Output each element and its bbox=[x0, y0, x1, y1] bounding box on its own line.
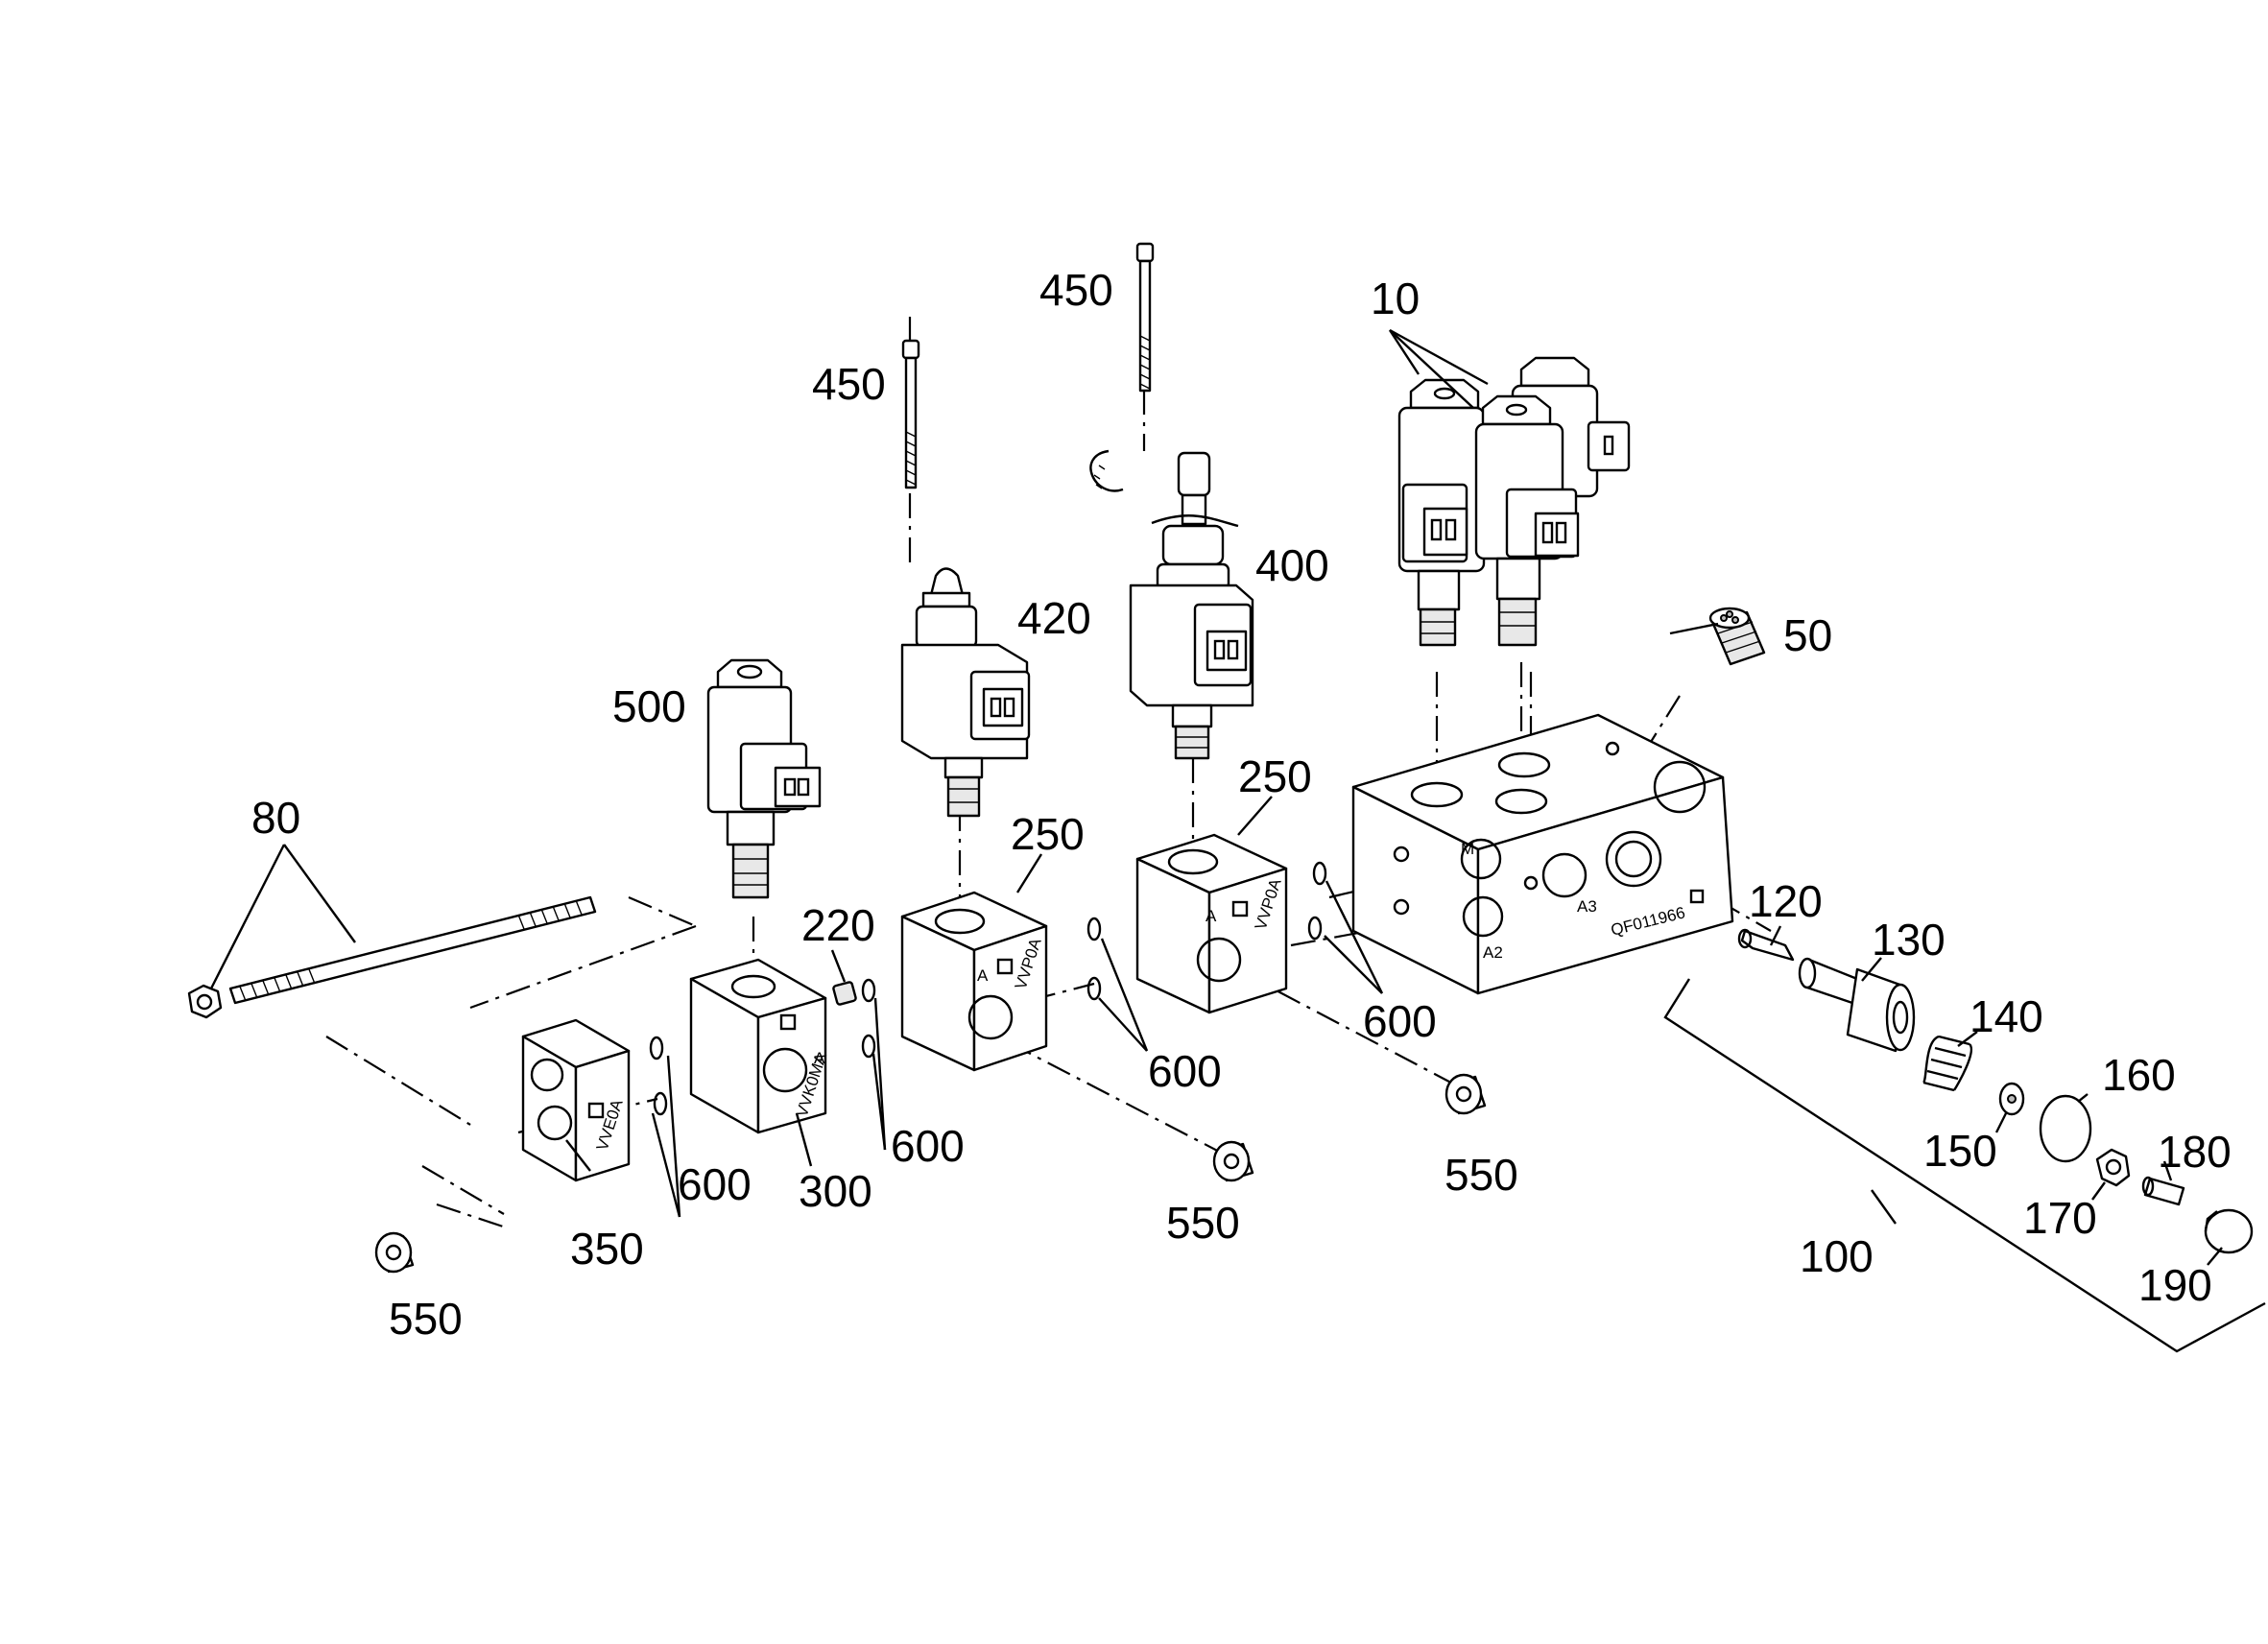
svg-text:A: A bbox=[814, 1049, 825, 1067]
label-130: 130 bbox=[1872, 915, 1946, 965]
block-250-right: VVP0A A bbox=[1135, 833, 1288, 1014]
part-labels: 10 50 80 100 120 130 140 150 160 170 180… bbox=[251, 265, 2232, 1344]
nut-170 bbox=[2095, 1148, 2131, 1187]
svg-text:A3: A3 bbox=[1577, 897, 1597, 916]
label-160: 160 bbox=[2102, 1050, 2176, 1100]
label-550-left: 550 bbox=[389, 1294, 463, 1344]
label-400: 400 bbox=[1255, 540, 1329, 590]
main-body-100: M A2 A3 QF011966 bbox=[1351, 713, 1734, 995]
label-500: 500 bbox=[612, 681, 686, 731]
label-10: 10 bbox=[1371, 274, 1420, 323]
fitting-130 bbox=[1798, 957, 1916, 1053]
block-250-left: VVP0A A bbox=[900, 891, 1048, 1072]
plug-550-right bbox=[1444, 1073, 1487, 1115]
label-550-center: 550 bbox=[1166, 1198, 1240, 1248]
label-420: 420 bbox=[1017, 593, 1091, 643]
plug-550-left bbox=[374, 1231, 415, 1274]
label-450-right: 450 bbox=[1039, 265, 1113, 315]
label-350: 350 bbox=[570, 1224, 644, 1274]
label-170: 170 bbox=[2023, 1193, 2097, 1243]
solenoid-valve-500 bbox=[706, 658, 822, 899]
plug-550-center bbox=[1212, 1140, 1254, 1182]
ring-160 bbox=[2039, 1094, 2092, 1163]
spring-140 bbox=[1922, 1035, 1972, 1092]
label-450-left: 450 bbox=[812, 359, 886, 409]
valve-420 bbox=[900, 567, 1031, 818]
label-220: 220 bbox=[801, 900, 875, 950]
screw-180 bbox=[2141, 1176, 2185, 1206]
svg-text:A: A bbox=[1206, 907, 1217, 925]
block-350: VVE0A bbox=[521, 1018, 631, 1182]
label-140: 140 bbox=[1970, 991, 2043, 1041]
label-600-3: 600 bbox=[1148, 1046, 1222, 1096]
plug-220 bbox=[832, 981, 857, 1006]
solenoid-valves-10 bbox=[1397, 356, 1631, 647]
washer-150 bbox=[1998, 1082, 2025, 1116]
label-180: 180 bbox=[2158, 1127, 2232, 1177]
bolt-450-right bbox=[1135, 242, 1155, 393]
o-rings-600 bbox=[649, 861, 1327, 1116]
svg-text:A2: A2 bbox=[1483, 943, 1503, 962]
svg-text:M: M bbox=[1461, 840, 1474, 858]
tie-rod bbox=[228, 895, 597, 1005]
label-100: 100 bbox=[1800, 1231, 1874, 1281]
cartridge-120 bbox=[1737, 928, 1795, 962]
leader-lines bbox=[209, 328, 2266, 1353]
label-120: 120 bbox=[1749, 876, 1823, 926]
svg-text:A: A bbox=[977, 966, 989, 985]
label-600-1: 600 bbox=[678, 1159, 752, 1209]
filter-50 bbox=[1708, 607, 1766, 666]
label-550-right: 550 bbox=[1444, 1150, 1518, 1200]
label-250-left: 250 bbox=[1011, 809, 1085, 859]
valve-400 bbox=[1089, 449, 1254, 760]
label-190: 190 bbox=[2138, 1260, 2212, 1310]
tie-rod-nut bbox=[187, 984, 223, 1019]
label-50: 50 bbox=[1783, 610, 1832, 660]
label-600-2: 600 bbox=[891, 1121, 965, 1171]
label-600-4: 600 bbox=[1363, 996, 1437, 1046]
block-300: VVK0MA A bbox=[689, 958, 830, 1134]
label-250-right: 250 bbox=[1238, 751, 1312, 801]
label-300: 300 bbox=[799, 1166, 872, 1216]
cap-190 bbox=[2204, 1208, 2254, 1254]
bolt-450-left bbox=[901, 339, 920, 489]
label-150: 150 bbox=[1923, 1126, 1997, 1176]
label-80: 80 bbox=[251, 793, 300, 843]
